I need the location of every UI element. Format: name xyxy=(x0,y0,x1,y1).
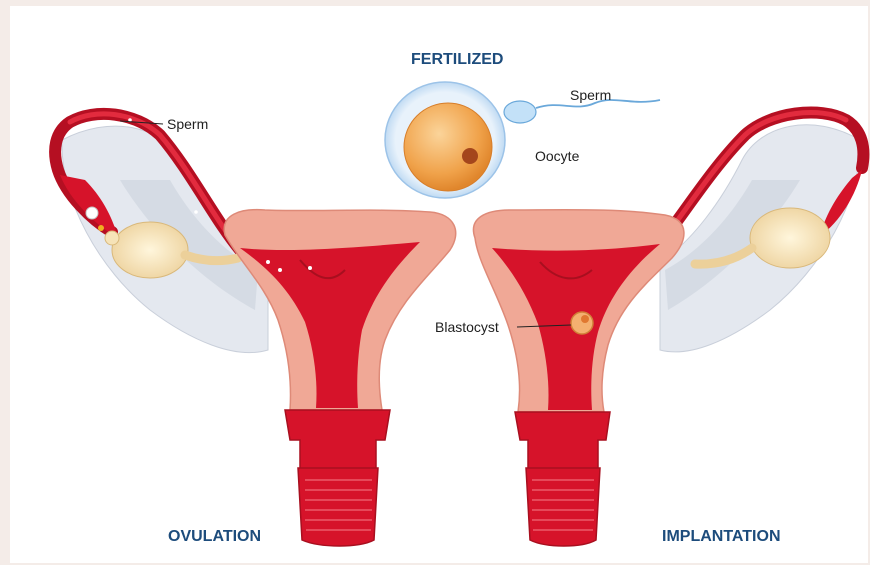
label-sperm-left: Sperm xyxy=(167,116,208,132)
blastocyst-cell xyxy=(571,312,593,334)
right-uterus xyxy=(473,113,863,546)
label-oocyte: Oocyte xyxy=(535,148,580,164)
left-follicle xyxy=(105,231,119,245)
left-released-egg xyxy=(86,207,98,219)
label-sperm-top: Sperm xyxy=(570,87,611,103)
left-uterus xyxy=(55,114,456,546)
label-blastocyst: Blastocyst xyxy=(435,319,499,335)
left-ovary xyxy=(112,222,188,278)
oocyte-nucleus xyxy=(462,148,478,164)
title-fertilized: FERTILIZED xyxy=(411,51,503,68)
oocyte-body xyxy=(404,103,492,191)
left-cervix xyxy=(285,410,390,470)
right-ovary xyxy=(750,208,830,268)
fertilized-oocyte xyxy=(385,82,660,198)
left-egg-nucleus xyxy=(98,225,104,231)
sperm-head xyxy=(504,101,536,123)
blastocyst-inner-mass xyxy=(581,315,589,323)
title-implantation: IMPLANTATION xyxy=(662,528,781,545)
right-cervix xyxy=(515,412,610,470)
title-ovulation: OVULATION xyxy=(168,528,261,545)
